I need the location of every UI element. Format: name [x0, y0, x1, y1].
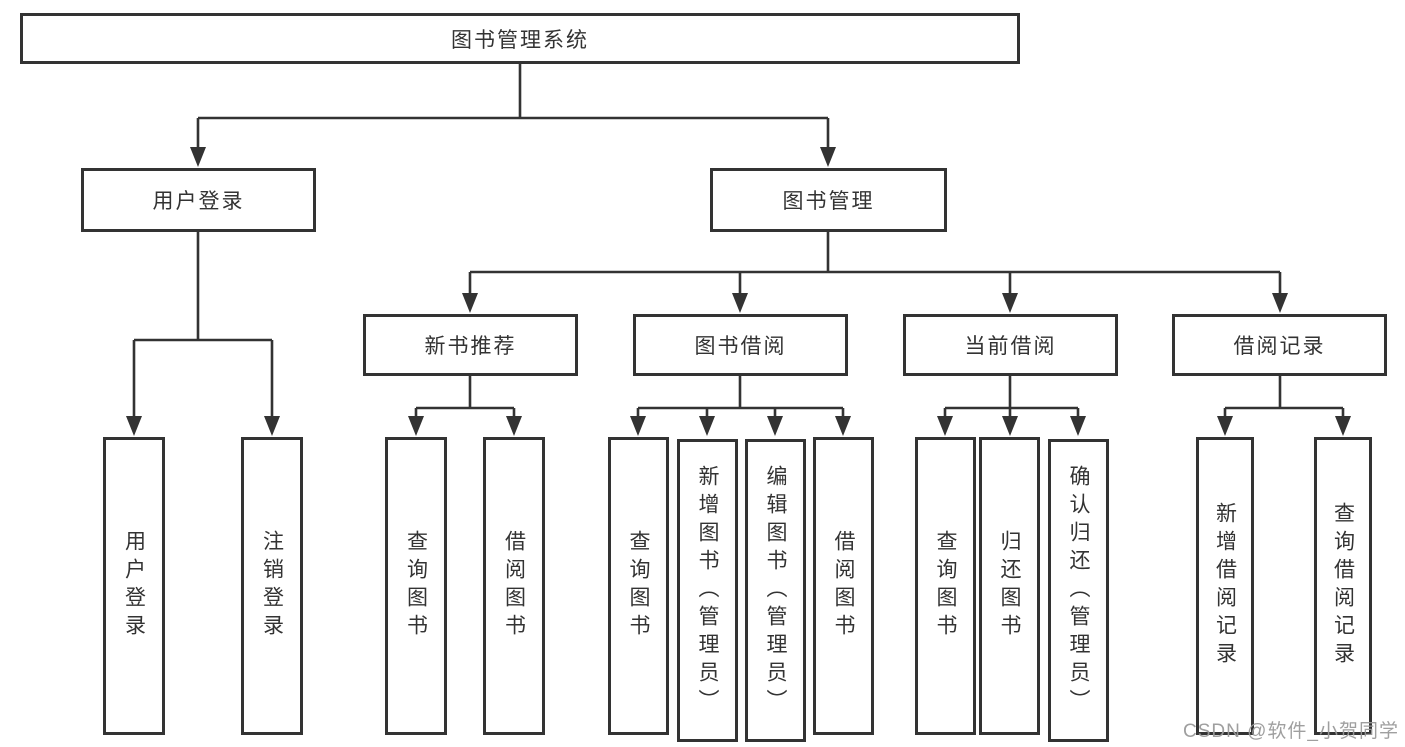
node-label: 新书推荐	[424, 335, 517, 358]
node-new-book-recommend: 新书推荐	[363, 314, 578, 376]
leaf-label: 新增借阅记录	[1213, 502, 1237, 670]
leaf-add-book-admin: 新增图书（管理员）	[677, 439, 738, 742]
leaf-query-borrow-record: 查询借阅记录	[1314, 437, 1372, 735]
node-label: 借阅记录	[1233, 335, 1326, 358]
leaf-edit-book-admin: 编辑图书（管理员）	[745, 439, 806, 742]
leaf-label: 借阅图书	[502, 530, 526, 642]
leaf-label: 注销登录	[260, 530, 284, 642]
leaf-borrow-book: 借阅图书	[813, 437, 874, 735]
arrowheads	[126, 147, 1351, 436]
leaf-confirm-return-admin: 确认归还（管理员）	[1048, 439, 1109, 742]
node-user-login: 用户登录	[81, 168, 316, 232]
leaf-borrow-book: 借阅图书	[483, 437, 545, 735]
node-label: 图书管理	[782, 190, 875, 213]
csdn-watermark: CSDN @软件_小贺同学	[1183, 721, 1399, 742]
leaf-query-book: 查询图书	[608, 437, 669, 735]
leaf-return-book: 归还图书	[979, 437, 1040, 735]
node-label: 图书借阅	[694, 335, 787, 358]
leaf-query-book: 查询图书	[915, 437, 976, 735]
leaf-query-book: 查询图书	[385, 437, 447, 735]
node-label: 图书管理系统	[451, 28, 589, 52]
leaf-label: 新增图书（管理员）	[696, 464, 720, 717]
leaf-add-borrow-record: 新增借阅记录	[1196, 437, 1254, 735]
leaf-label: 查询借阅记录	[1331, 502, 1355, 670]
node-current-borrow: 当前借阅	[903, 314, 1118, 376]
leaf-label: 借阅图书	[832, 530, 856, 642]
node-borrow-record: 借阅记录	[1172, 314, 1387, 376]
leaf-user-login: 用户登录	[103, 437, 165, 735]
leaf-label: 编辑图书（管理员）	[764, 464, 788, 717]
leaf-label: 查询图书	[934, 530, 958, 642]
node-library-system: 图书管理系统	[20, 13, 1020, 64]
leaf-label: 查询图书	[404, 530, 428, 642]
node-label: 当前借阅	[964, 335, 1057, 358]
leaf-logout: 注销登录	[241, 437, 303, 735]
node-label: 用户登录	[152, 190, 245, 213]
leaf-label: 归还图书	[998, 530, 1022, 642]
leaf-label: 确认归还（管理员）	[1067, 464, 1091, 717]
node-book-borrow: 图书借阅	[633, 314, 848, 376]
leaf-label: 用户登录	[122, 530, 146, 642]
leaf-label: 查询图书	[627, 530, 651, 642]
node-book-management: 图书管理	[710, 168, 947, 232]
